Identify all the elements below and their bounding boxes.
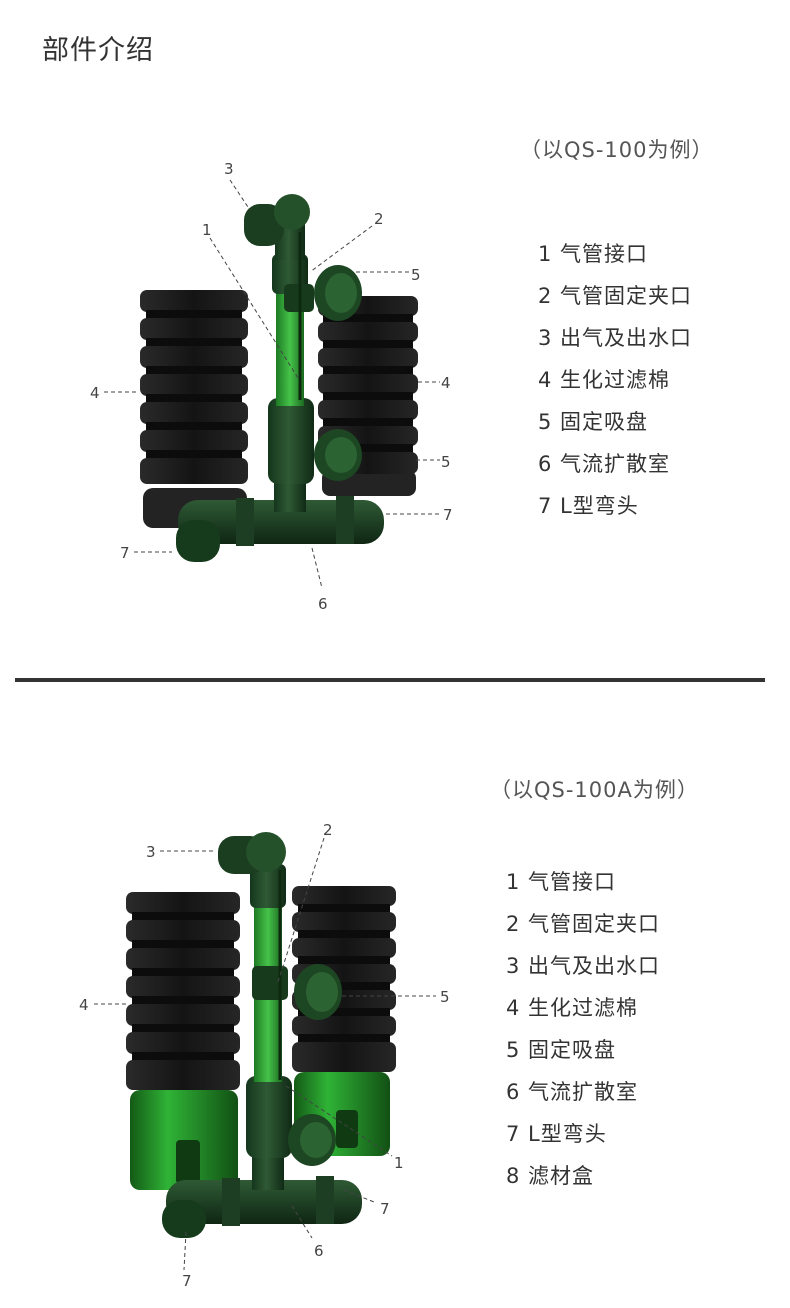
part-item: 3 出气及出水口: [538, 326, 693, 350]
filter-qs100a-illustration: [126, 832, 396, 1238]
part-item: 2 气管固定夹口: [538, 284, 693, 308]
part-item: 5 固定吸盘: [538, 410, 649, 434]
callout-3: 3: [224, 160, 234, 178]
callout-7: 7: [120, 544, 130, 562]
left-sponge: [140, 290, 248, 528]
part-item: 7 L型弯头: [506, 1122, 607, 1146]
callout-2: 2: [374, 210, 384, 228]
part-item: 5 固定吸盘: [506, 1038, 617, 1062]
callout-7: 7: [182, 1272, 192, 1290]
callouts-qs100: 3 1 2 5 4 4 5 7 7 6: [90, 160, 453, 613]
page-title: 部件介绍: [42, 35, 154, 66]
part-item: 7 L型弯头: [538, 494, 639, 518]
part-item: 3 出气及出水口: [506, 954, 661, 978]
part-item: 8 滤材盒: [506, 1164, 595, 1188]
callout-4: 4: [90, 384, 100, 402]
callout-6: 6: [314, 1242, 324, 1260]
callout-3: 3: [146, 843, 156, 861]
section-divider: [15, 678, 765, 682]
right-sponge: [292, 886, 396, 1072]
part-item: 1 气管接口: [538, 242, 649, 266]
callout-5: 5: [440, 988, 450, 1006]
left-sponge: [126, 892, 240, 1090]
callouts-qs100a: 3 2 4 5 1 7 6 7: [79, 821, 450, 1290]
part-item: 6 气流扩散室: [506, 1080, 639, 1104]
callout-1: 1: [202, 221, 212, 239]
part-item: 1 气管接口: [506, 870, 617, 894]
part-item: 4 生化过滤棉: [506, 996, 639, 1020]
callout-7: 7: [443, 506, 453, 524]
outlet-elbow: [244, 204, 284, 246]
callout-2: 2: [323, 821, 333, 839]
part-item: 4 生化过滤棉: [538, 368, 671, 392]
parts-list-qs100a: 1 气管接口 2 气管固定夹口 3 出气及出水口 4 生化过滤棉 5 固定吸盘 …: [506, 861, 660, 1197]
l-elbow-pipe: [166, 1180, 362, 1224]
callout-1: 1: [394, 1154, 404, 1172]
callout-5: 5: [411, 266, 421, 284]
part-item: 2 气管固定夹口: [506, 912, 661, 936]
callout-4: 4: [441, 374, 451, 392]
callout-5: 5: [441, 453, 451, 471]
part-item: 6 气流扩散室: [538, 452, 671, 476]
example-label-qs100: （以QS-100为例）: [520, 138, 714, 162]
example-label-qs100a: （以QS-100A为例）: [490, 778, 699, 802]
callout-6: 6: [318, 595, 328, 613]
filter-qs100-illustration: [140, 194, 418, 562]
parts-list-qs100: 1 气管接口 2 气管固定夹口 3 出气及出水口 4 生化过滤棉 5 固定吸盘 …: [538, 233, 692, 527]
callout-7: 7: [380, 1200, 390, 1218]
callout-4: 4: [79, 996, 89, 1014]
l-elbow-pipe: [178, 500, 384, 544]
air-diffusion-chamber: [246, 1076, 292, 1158]
air-diffusion-chamber: [268, 398, 314, 484]
